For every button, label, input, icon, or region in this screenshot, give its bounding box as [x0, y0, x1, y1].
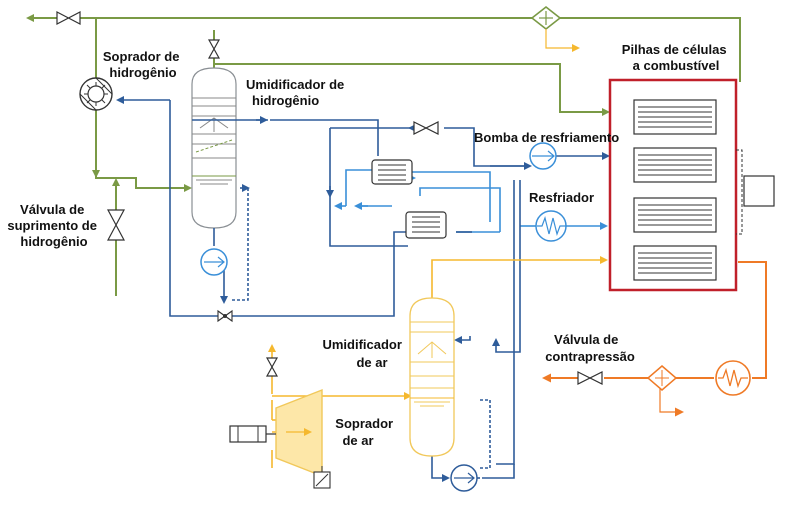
- heat-exchanger-icon: [535, 210, 567, 242]
- stack-cell-3: [633, 197, 717, 233]
- air-humidifier-vessel: [409, 297, 455, 457]
- three-way-valve-icon[interactable]: [217, 309, 233, 323]
- label-hydrogen-supply-valve: Válvula de suprimento de hidrogênio: [7, 202, 100, 249]
- stack-cell-1: [633, 99, 717, 135]
- diagram-labels: Soprador de hidrogênio Umidificador de h…: [7, 42, 730, 448]
- label-back-pressure-valve: Válvula de contrapressão: [545, 332, 635, 364]
- air-humidifier-pump-icon: [450, 464, 478, 492]
- air-blower-icon: [275, 388, 323, 478]
- lower-heat-exchanger: [405, 211, 447, 239]
- electrical-load-icon: [736, 149, 775, 235]
- hydrogen-purge-valve[interactable]: [56, 11, 81, 25]
- label-air-blower: Soprador de ar: [335, 416, 396, 448]
- cooling-lines: [116, 96, 610, 482]
- pump-icon: [529, 142, 557, 170]
- hydrogen-humidifier-vessel: [191, 67, 237, 229]
- exhaust-heat-exchanger-icon: [715, 360, 751, 396]
- exhaust-separator-icon: [646, 365, 678, 391]
- hydrogen-separator: [530, 5, 580, 52]
- blower-fan-icon: [79, 77, 113, 111]
- label-cooler: Resfriador: [529, 190, 594, 205]
- cooling-loop-valve[interactable]: [413, 121, 439, 135]
- exhaust-lines: [542, 261, 767, 417]
- fuel-cell-stack-box: [608, 78, 738, 292]
- label-fuel-cell-stacks: Pilhas de células a combustível: [622, 42, 730, 73]
- label-cooling-pump: Bomba de resfriamento: [474, 130, 619, 145]
- label-hydrogen-humidifier: Umidificador de hidrogênio: [246, 77, 348, 108]
- hydrogen-humidifier-pump-icon: [200, 248, 228, 276]
- filter-icon: [313, 466, 331, 489]
- hydrogen-supply-valve-icon[interactable]: [107, 209, 125, 241]
- stack-cell-4: [633, 245, 717, 281]
- upper-heat-exchanger: [371, 159, 413, 185]
- hydrogen-lines: [26, 14, 741, 296]
- hydrogen-humidifier-vent-valve[interactable]: [207, 39, 221, 59]
- air-blower-motor-icon: [229, 425, 276, 443]
- air-vent-valve[interactable]: [265, 357, 279, 377]
- stack-cell-2: [633, 147, 717, 183]
- label-hydrogen-blower: Soprador de hidrogênio: [103, 49, 183, 80]
- back-pressure-valve-icon[interactable]: [577, 371, 603, 385]
- label-air-humidifier: Umidificador de ar: [322, 337, 405, 370]
